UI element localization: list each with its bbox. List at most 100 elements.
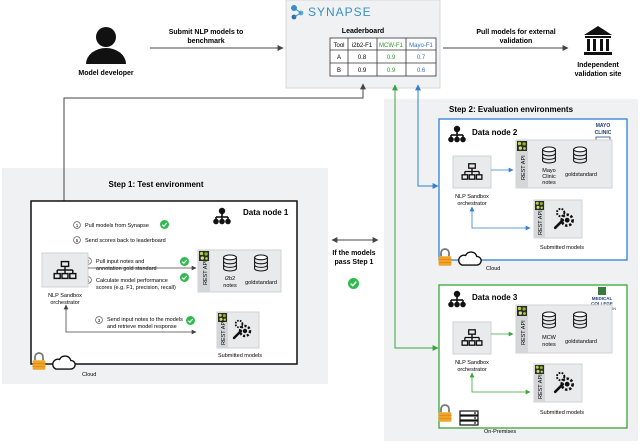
node3-models-docker-icon bbox=[535, 365, 544, 374]
lb-header-tool: Tool bbox=[333, 43, 344, 49]
lb-header-mayo: Mayo-F1 bbox=[409, 43, 433, 49]
synapse-logo-icon bbox=[291, 5, 304, 20]
step2-title: Step 2: Evaluation environments bbox=[449, 105, 574, 114]
lb-row-a-mcw: 0.9 bbox=[387, 55, 396, 61]
node1-models-api-tab bbox=[217, 312, 228, 348]
orchestrator-3-label-2: orchestrator bbox=[457, 367, 487, 373]
node2-models-docker-icon bbox=[535, 201, 544, 210]
node2-submitted-label: Submitted models bbox=[540, 245, 584, 251]
transition-check-icon bbox=[348, 278, 359, 289]
submit-label-1: Submit NLP models to bbox=[169, 29, 244, 36]
node3-rest-api-tab bbox=[516, 305, 528, 353]
node1-models-api-label: REST API bbox=[221, 320, 227, 345]
node1-notes-label-1: i2b2 bbox=[225, 276, 235, 282]
svg-text:5: 5 bbox=[76, 238, 79, 243]
step4-check-icon bbox=[180, 273, 189, 282]
svg-text:and retrieve model response: and retrieve model response bbox=[107, 324, 177, 330]
svg-text:Send scores back to leaderboar: Send scores back to leaderboard bbox=[85, 238, 166, 244]
node1-submitted-label: Submitted models bbox=[218, 353, 262, 359]
step1-synapse-connector bbox=[61, 83, 366, 251]
node2-docker-icon bbox=[517, 141, 527, 151]
synapse-name: SYNAPSE bbox=[308, 5, 372, 19]
leaderboard-title: Leaderboard bbox=[342, 28, 384, 35]
node2-rest-api-label: REST API bbox=[521, 155, 527, 180]
lb-row-b-mayo: 0.6 bbox=[417, 68, 426, 74]
node1-notes-label-2: notes bbox=[223, 283, 237, 289]
node3-server-icon bbox=[459, 410, 479, 426]
node2-models-api-label: REST API bbox=[538, 210, 544, 235]
svg-text:annotation gold standard: annotation gold standard bbox=[96, 266, 157, 272]
svg-text:Calculate model performance: Calculate model performance bbox=[96, 278, 168, 284]
lb-row-b-mcw: 0.9 bbox=[387, 68, 396, 74]
lb-row-b-tool: B bbox=[337, 68, 341, 74]
node2-notes-label-2: Clinic bbox=[542, 174, 556, 180]
lb-row-a-mayo: 0.7 bbox=[417, 55, 426, 61]
lb-header-mcw: MCW-F1 bbox=[379, 43, 404, 49]
node3-notes-label-2: notes bbox=[542, 342, 556, 348]
pull-label-1: Pull models for external bbox=[476, 29, 555, 36]
step1-check-icon bbox=[160, 220, 169, 229]
orchestrator-3-label-1: NLP Sandbox bbox=[455, 360, 489, 366]
leaderboard-table: Tool i2b2-F1 MCW-F1 Mayo-F1 A 0.8 0.9 0.… bbox=[329, 37, 437, 77]
node1-rest-api-label: REST API bbox=[203, 260, 209, 285]
node3-notes-label-1: MCW bbox=[542, 335, 557, 341]
model-developer-icon bbox=[86, 27, 126, 64]
node2-data-box bbox=[515, 139, 613, 189]
validation-site-bank-icon bbox=[584, 26, 612, 55]
node3-data-box bbox=[515, 304, 613, 354]
orch1-models-arrow bbox=[63, 304, 197, 335]
data-node-1-title: Data node 1 bbox=[243, 208, 289, 217]
orchestrator-1-label-2: orchestrator bbox=[50, 300, 80, 306]
svg-text:MEDICAL: MEDICAL bbox=[592, 296, 613, 301]
node3-rest-api-label: REST API bbox=[521, 320, 527, 345]
svg-text:COLLEGE: COLLEGE bbox=[591, 301, 613, 306]
node3-onprem-label: On-Premises bbox=[484, 429, 516, 435]
lb-row-b-i2b2: 0.9 bbox=[358, 68, 367, 74]
node3-gold-label: goldstandard bbox=[565, 339, 597, 345]
step2-check-icon bbox=[180, 257, 189, 266]
step1-title: Step 1: Test environment bbox=[109, 180, 204, 189]
node2-gold-label: goldstandard bbox=[565, 172, 597, 178]
svg-text:CLINIC: CLINIC bbox=[595, 130, 612, 136]
node2-notes-label-3: notes bbox=[542, 180, 556, 186]
svg-text:1: 1 bbox=[76, 223, 79, 228]
lb-row-a-i2b2: 0.8 bbox=[358, 55, 367, 61]
validation-label-1: Independent bbox=[577, 62, 619, 69]
node2-models-api-tab bbox=[534, 200, 545, 238]
node3-docker-icon bbox=[517, 306, 527, 316]
data-node-2-title: Data node 2 bbox=[472, 128, 518, 137]
node3-submitted-label: Submitted models bbox=[540, 410, 584, 416]
submit-label-2: benchmark bbox=[187, 38, 224, 45]
svg-text:Pull models from Synapse: Pull models from Synapse bbox=[85, 223, 149, 229]
validation-label-2: validation site bbox=[575, 71, 622, 78]
orchestrator-1-label-1: NLP Sandbox bbox=[48, 293, 82, 299]
orchestrator-2-label-1: NLP Sandbox bbox=[455, 194, 489, 200]
node2-rest-api-tab bbox=[516, 140, 528, 188]
node1-docker-icon bbox=[199, 251, 209, 261]
pull-label-2: validation bbox=[500, 38, 533, 45]
svg-text:MAYO: MAYO bbox=[596, 123, 611, 129]
mayo-connector bbox=[415, 84, 439, 189]
node3-models-api-tab bbox=[534, 364, 545, 402]
node3-models-api-label: REST API bbox=[538, 374, 544, 399]
svg-text:scores (e.g. F1, precision, re: scores (e.g. F1, precision, recall) bbox=[96, 285, 176, 291]
orch2-models-arrow bbox=[469, 206, 531, 231]
node2-cloud-label: Cloud bbox=[486, 266, 500, 272]
step1-item-5: 5 Send scores back to leaderboard bbox=[73, 236, 166, 244]
lb-header-i2b2: i2b2-F1 bbox=[352, 43, 373, 49]
node1-cloud-label: Cloud bbox=[82, 372, 96, 378]
svg-text:Pull input notes and: Pull input notes and bbox=[96, 259, 144, 265]
node1-gold-label: goldstandard bbox=[245, 280, 277, 286]
step3-check-icon bbox=[186, 316, 195, 325]
transition-label-2: pass Step 1 bbox=[335, 259, 374, 266]
orchestrator-2-label-2: orchestrator bbox=[457, 201, 487, 207]
node2-notes-label-1: Mayo bbox=[542, 168, 555, 174]
lb-row-a-tool: A bbox=[337, 55, 341, 61]
developer-label: Model developer bbox=[78, 70, 134, 77]
orch3-models-arrow bbox=[469, 372, 531, 395]
transition-label-1: If the models bbox=[332, 250, 375, 257]
step1-item-1: 1 Pull models from Synapse bbox=[73, 220, 169, 229]
svg-text:Send input notes to the models: Send input notes to the models bbox=[107, 317, 183, 323]
